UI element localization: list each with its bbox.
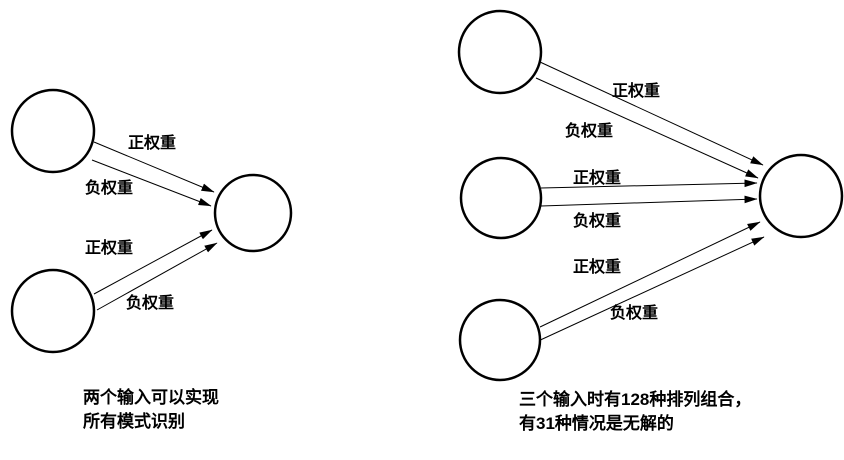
weight-arrow xyxy=(93,229,213,295)
weight-label: 负权重 xyxy=(126,293,174,312)
left-caption-line2: 所有模式识别 xyxy=(83,411,185,431)
weight-arrow xyxy=(535,77,759,179)
right-output-node xyxy=(758,153,844,239)
left-output-node xyxy=(213,173,293,253)
weight-label: 负权重 xyxy=(85,178,133,197)
weight-arrow xyxy=(91,159,212,207)
weight-label: 负权重 xyxy=(610,303,658,322)
right-caption-line2: 有31种情况是无解的 xyxy=(519,413,674,433)
right-input-node-2 xyxy=(459,156,543,240)
weight-arrow xyxy=(535,236,765,343)
weight-label: 负权重 xyxy=(573,211,621,230)
weight-arrow xyxy=(540,195,758,207)
weight-arrow xyxy=(540,179,758,189)
weight-label: 正权重 xyxy=(85,238,133,257)
right-input-node-1 xyxy=(457,9,543,95)
weight-label: 负权重 xyxy=(565,121,613,140)
right-caption-line1: 三个输入时有128种排列组合， xyxy=(519,389,751,409)
weight-arrow xyxy=(96,242,218,311)
weight-arrow xyxy=(93,141,215,193)
weight-arrow xyxy=(539,61,764,166)
weight-label: 正权重 xyxy=(573,257,621,276)
right-input-node-3 xyxy=(458,298,542,382)
left-caption-line1: 两个输入可以实现 xyxy=(83,387,219,407)
weight-label: 正权重 xyxy=(612,81,660,100)
left-input-node-2 xyxy=(10,268,96,354)
weight-arrow xyxy=(539,221,761,328)
weight-label: 正权重 xyxy=(573,168,621,187)
left-input-node-1 xyxy=(10,88,96,174)
weight-label: 正权重 xyxy=(128,133,176,152)
